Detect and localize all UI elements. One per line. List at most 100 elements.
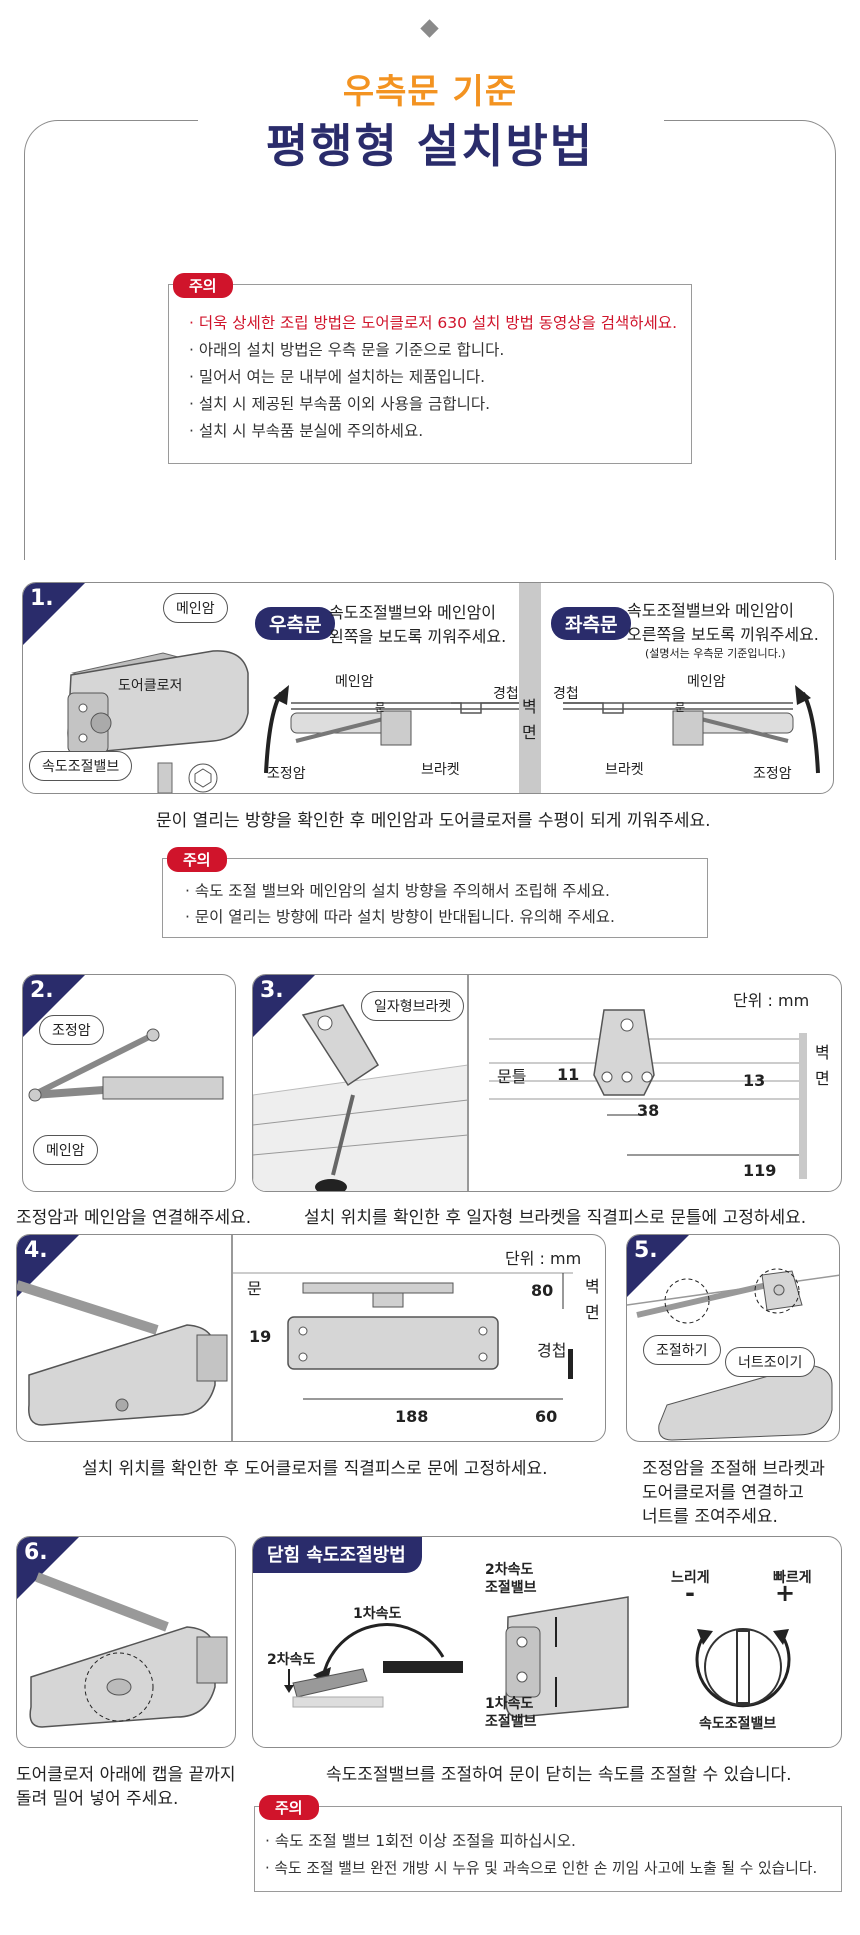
notice-tag: 주의 (167, 847, 227, 872)
right-door-text: 왼쪽을 보도록 끼워주세요. (329, 627, 507, 646)
left-door-diagram (563, 685, 820, 774)
notice-tag: 주의 (173, 273, 233, 298)
label-wall: 벽 (815, 1043, 830, 1062)
notice-tag: 주의 (259, 1795, 319, 1820)
label-bracket: 브라켓 (421, 762, 460, 778)
dimension-value: 11 (557, 1065, 580, 1084)
label-main-arm: 메인암 (687, 674, 726, 690)
step1-caption: 문이 열리는 방향을 확인한 후 메인암과 도어클로저를 수평이 되게 끼워주세… (156, 811, 711, 831)
page-subtitle: 우측문 기준 (342, 72, 518, 112)
step6-caption: 도어클로저 아래에 캡을 끝까지 (16, 1765, 236, 1785)
label-door-closer: 도어클로저 (118, 678, 183, 694)
label-adjust-arm: 조정암 (753, 766, 792, 782)
dimension-value: 60 (535, 1407, 558, 1426)
label-speed-valve: 속도조절밸브 (699, 1716, 777, 1732)
minus-sign: - (685, 1579, 695, 1607)
dimension-value: 38 (637, 1101, 660, 1120)
notice-line: · 설치 시 부속품 분실에 주의하세요. (189, 422, 424, 440)
label-valve1: 1차속도 (485, 1696, 534, 1712)
step2-panel: 2. 조정암 메인암 (22, 974, 236, 1192)
label-wall: 면 (522, 723, 537, 742)
step-number: 3. (260, 978, 284, 1003)
step4-caption: 설치 위치를 확인한 후 도어클로저를 직결피스로 문에 고정하세요. (82, 1459, 548, 1479)
closing-speed-diagram (284, 1623, 463, 1708)
label-main-arm: 메인암 (163, 593, 228, 623)
arm-assembly-illustration (28, 1028, 224, 1102)
valve-closer-illustration (505, 1596, 629, 1718)
label-main-arm: 메인암 (33, 1135, 98, 1165)
step5-caption: 도어클로저를 연결하고 (642, 1483, 804, 1503)
notice-line: · 문이 열리는 방향에 따라 설치 방향이 반대됩니다. 유의해 주세요. (185, 908, 615, 926)
label-wall: 벽 (522, 697, 537, 716)
label-flat-bracket: 일자형브라켓 (361, 991, 465, 1021)
label-frame: 문틀 (497, 1067, 527, 1086)
door-closer-illustration (67, 650, 249, 793)
label-wall: 면 (815, 1069, 830, 1088)
label-main-arm: 메인암 (335, 674, 374, 690)
bracket-dimension-diagram (489, 1009, 807, 1179)
step3-caption: 설치 위치를 확인한 후 일자형 브라켓을 직결피스로 문틀에 고정하세요. (304, 1208, 807, 1228)
notice-line: · 속도 조절 밸브 완전 개방 시 누유 및 과속으로 인한 손 끼임 사고에… (265, 1860, 818, 1877)
label-hinge: 경첩 (553, 686, 579, 702)
step4-panel: 4. 단위 : mm 문 벽 면 80 19 경첩 188 60 (16, 1234, 606, 1442)
label-fast: 빠르게 (773, 1570, 812, 1586)
label-bracket: 브라켓 (605, 762, 644, 778)
dimension-value: 188 (395, 1407, 429, 1426)
step-number: 5. (634, 1238, 658, 1263)
step6-caption: 돌려 밀어 넣어 주세요. (16, 1789, 179, 1809)
label-wall: 벽 (585, 1277, 600, 1296)
notice-line: · 속도 조절 밸브와 메인암의 설치 방향을 주의해서 조립해 주세요. (185, 882, 610, 900)
right-door-text: 속도조절밸브와 메인암이 (329, 603, 497, 622)
label-hinge: 경첩 (493, 686, 519, 702)
right-door-diagram (264, 685, 521, 774)
label-speed2: 2차속도 (267, 1652, 316, 1668)
label-speed1: 1차속도 (353, 1606, 402, 1622)
diamond-icon (420, 19, 439, 38)
cap-illustration (29, 1572, 228, 1728)
left-door-text: 오른쪽을 보도록 끼워주세요. (627, 625, 819, 644)
label-wall: 면 (585, 1303, 600, 1322)
notice-line: · 더욱 상세한 조립 방법은 도어클로저 630 설치 방법 동영상을 검색하… (189, 314, 677, 332)
step5-caption: 너트를 조여주세요. (642, 1507, 778, 1527)
label-door: 문 (675, 701, 686, 714)
step-number: 1. (30, 586, 54, 611)
unit-label: 단위 : mm (505, 1249, 582, 1268)
step-number: 6. (24, 1540, 48, 1565)
label-valve2: 조절밸브 (485, 1580, 537, 1596)
label-tighten-nut: 너트조이기 (725, 1347, 816, 1377)
dimension-value: 80 (531, 1281, 554, 1300)
step6-panel: 6. (16, 1536, 236, 1748)
closer-dimension-diagram (233, 1272, 573, 1400)
left-door-text: 속도조절밸브와 메인암이 (627, 601, 795, 620)
speed-title-tag: 닫힘 속도조절방법 (253, 1537, 422, 1573)
wall-divider (519, 583, 541, 793)
step3-panel: 3. 일자형브라켓 단위 : mm 문틀 11 13 38 119 벽 면 (252, 974, 842, 1192)
speed-caption: 속도조절밸브를 조절하여 문이 닫히는 속도를 조절할 수 있습니다. (326, 1765, 792, 1785)
label-door: 문 (247, 1279, 262, 1298)
unit-label: 단위 : mm (733, 991, 810, 1010)
notice-top: 주의 · 더욱 상세한 조립 방법은 도어클로저 630 설치 방법 동영상을 … (168, 273, 692, 464)
adjust-illustration (627, 1268, 839, 1441)
step5-caption: 조정암을 조절해 브라켓과 (642, 1459, 825, 1479)
speed-title: 닫힘 속도조절방법 (267, 1545, 406, 1566)
label-slow: 느리게 (671, 1570, 710, 1586)
valve-dial-icon (695, 1628, 791, 1708)
closer-install-illustration (17, 1280, 228, 1426)
label-adjust: 조절하기 (643, 1335, 721, 1365)
notice-line: · 속도 조절 밸브 1회전 이상 조절을 피하십시오. (265, 1832, 576, 1850)
label-hinge: 경첩 (537, 1341, 567, 1360)
label-adjust-arm: 조정암 (39, 1015, 104, 1045)
left-door-note: (설명서는 우측문 기준입니다.) (645, 647, 786, 660)
plus-sign: + (775, 1579, 796, 1607)
label-valve2: 2차속도 (485, 1562, 534, 1578)
left-door-tag: 좌측문 (551, 607, 632, 640)
label-adjust-arm: 조정암 (267, 766, 306, 782)
notice-bottom: 주의 · 속도 조절 밸브 1회전 이상 조절을 피하십시오. · 속도 조절 … (254, 1795, 842, 1892)
step-number: 2. (30, 978, 54, 1003)
label-valve1: 조절밸브 (485, 1714, 537, 1730)
page-title: 평행형 설치방법 (265, 119, 595, 173)
bracket-install-illustration (253, 1004, 468, 1191)
step-number: 4. (24, 1238, 48, 1263)
step5-panel: 5. 조절하기 너트조이기 (626, 1234, 840, 1442)
step1-panel: 1. 메인암 도어클로저 속도조절밸브 우측문 속도조절밸브와 메인암이 왼쪽을… (22, 582, 834, 794)
